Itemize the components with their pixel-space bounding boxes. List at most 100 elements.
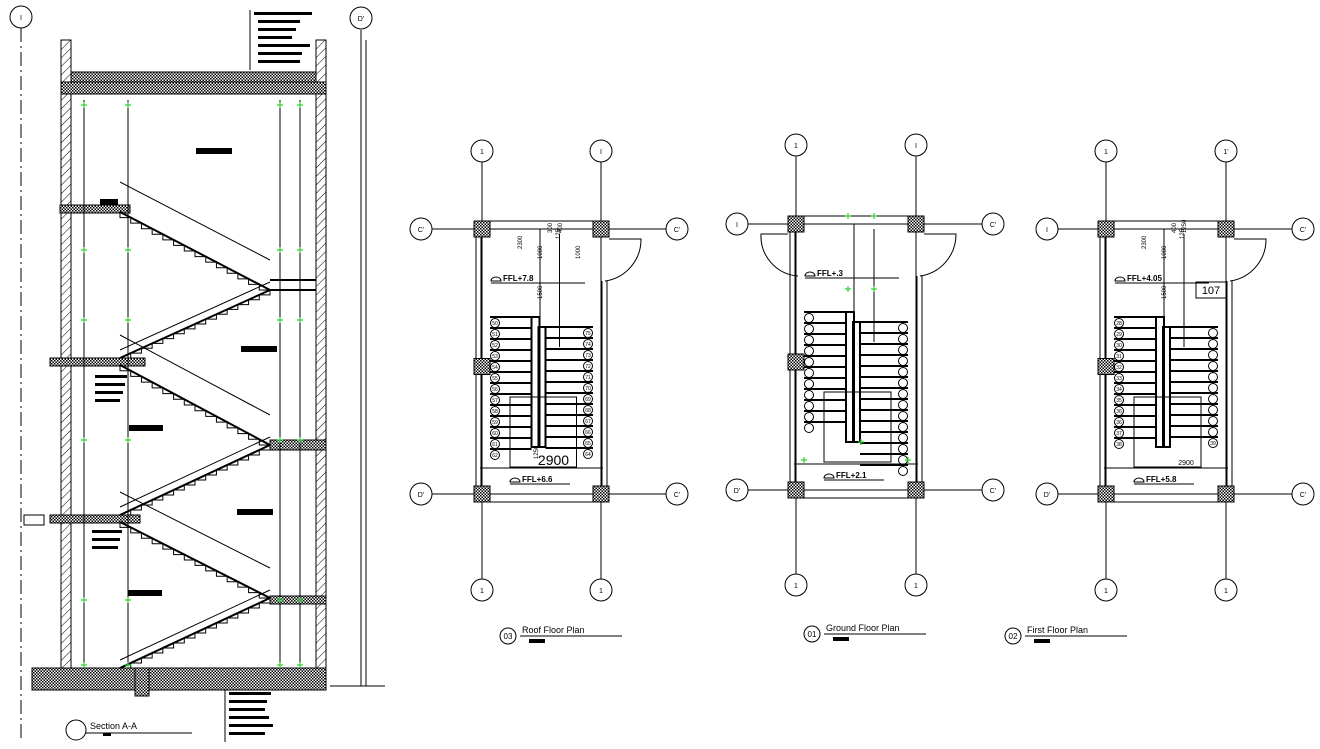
step-number-marker — [583, 449, 593, 459]
top-wall — [795, 215, 917, 225]
stair-step — [140, 223, 153, 230]
annotation-bar — [254, 12, 312, 15]
stair-step — [183, 554, 195, 561]
step-number: 57 — [492, 398, 498, 404]
annotation-bar — [95, 375, 127, 378]
stair-step — [227, 460, 239, 466]
step-number-marker — [898, 389, 908, 399]
stair-step — [152, 338, 164, 344]
left-wall — [60, 39, 72, 669]
stair-well — [1162, 326, 1171, 448]
step-number: 59 — [492, 420, 498, 426]
grid-bubble — [784, 573, 808, 597]
floor-slab — [49, 514, 141, 524]
ffl-top: FFL+4.05 — [1127, 274, 1162, 283]
step-number: 38 — [1116, 442, 1122, 448]
stair-step — [258, 592, 270, 599]
width-dimension: 2900 — [538, 452, 569, 468]
stair-step — [248, 433, 260, 440]
stair-step — [162, 643, 175, 649]
stair-step — [195, 628, 207, 634]
step-number-marker — [898, 345, 908, 355]
stair-step — [226, 422, 238, 429]
column — [1097, 358, 1115, 375]
dimension-text: 1500 — [1162, 285, 1168, 299]
stair-step — [237, 273, 249, 280]
grid-bubble — [904, 573, 928, 597]
room-tag-box — [1195, 281, 1227, 299]
grid-label: D' — [418, 492, 424, 499]
stair-step — [194, 560, 206, 566]
dimension-text: 1000 — [1162, 245, 1168, 259]
step-number-marker — [804, 401, 814, 411]
step-number-marker — [1208, 394, 1218, 404]
stair-step — [205, 256, 217, 263]
level-tag — [100, 199, 118, 205]
step-number-marker — [804, 379, 814, 389]
door-swing — [1229, 238, 1267, 282]
step-number-marker — [804, 390, 814, 400]
step-number: 55 — [492, 376, 498, 382]
annotation-bar — [258, 44, 310, 47]
stair-step — [205, 565, 217, 572]
dimension-text: 400 — [1172, 222, 1178, 233]
dimension-text: 1000 — [576, 245, 582, 259]
step-number-marker — [1208, 427, 1218, 437]
handrail — [119, 589, 271, 661]
width-dimension: 2900 — [1178, 460, 1194, 467]
stair-step — [130, 527, 142, 534]
annotation-bar — [92, 530, 122, 533]
step-number: 62 — [492, 453, 498, 459]
step-number-marker — [804, 423, 814, 433]
stair-step — [259, 290, 271, 296]
stair-step — [237, 581, 249, 588]
handrail — [119, 281, 271, 351]
stair-step — [184, 633, 196, 639]
column — [787, 353, 805, 371]
step-number: 39 — [1210, 441, 1216, 447]
stair-step — [248, 278, 260, 285]
grid-bubble-d — [349, 6, 373, 30]
step-number-marker — [1208, 383, 1218, 393]
step-number-marker — [1208, 405, 1218, 415]
scale-bar — [833, 637, 849, 641]
step-number: 56 — [492, 387, 498, 393]
stair-step — [215, 416, 228, 423]
grid-bubble — [665, 217, 689, 241]
ffl-bottom: FFL+2.1 — [836, 471, 867, 480]
grid-label: I — [1046, 227, 1048, 234]
grid-label: 1' — [1223, 149, 1228, 156]
stair-step — [162, 333, 175, 340]
grid-bubble — [1035, 482, 1059, 506]
stair-step — [119, 522, 131, 528]
grid-label: 1 — [599, 588, 603, 595]
grid-bubble — [589, 578, 613, 602]
annotation-bar — [229, 732, 265, 735]
dimension-text: 1000 — [538, 245, 544, 259]
step-number-marker — [898, 433, 908, 443]
step-number-marker — [898, 422, 908, 432]
column — [592, 485, 610, 503]
grid-bubble — [784, 133, 808, 157]
grid-label: I — [915, 143, 917, 150]
level-symbol — [804, 271, 816, 277]
grid-bubble — [1291, 482, 1315, 506]
stair-step — [237, 608, 250, 614]
step-number: 60 — [492, 431, 498, 437]
dimension-text: 1250 — [1182, 219, 1188, 233]
grid-label: D' — [734, 488, 740, 495]
grid-label: 1 — [794, 583, 798, 590]
level-tag — [128, 590, 162, 596]
bottom-wall — [1105, 493, 1227, 503]
step-number: 61 — [492, 442, 498, 448]
walk-line — [823, 391, 892, 463]
stair-step — [151, 538, 163, 545]
stair-step — [162, 387, 174, 395]
detail-box — [23, 514, 45, 526]
grid-bubble — [981, 212, 1005, 236]
step-number: 37 — [1116, 431, 1122, 437]
annotation-bar — [229, 692, 271, 695]
